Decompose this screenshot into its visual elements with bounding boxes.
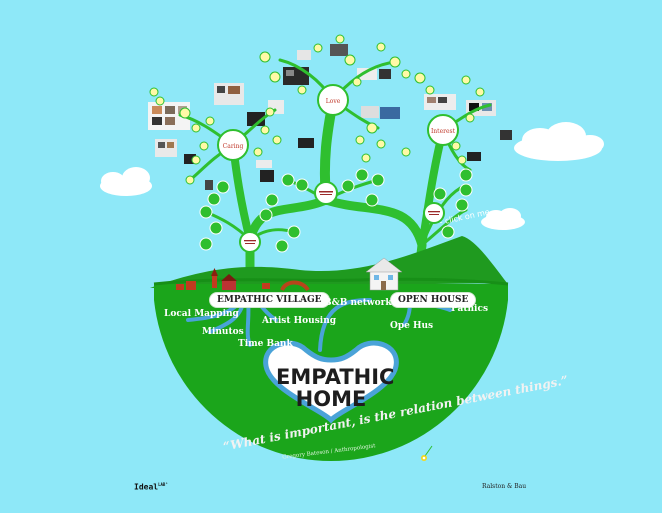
logo-left-text: Ideal: [134, 482, 159, 492]
branch-artist-housing[interactable]: Artist Housing: [262, 316, 337, 326]
ideal-lab-logo: IdealLAB°: [134, 482, 168, 492]
flower-icon: [421, 445, 433, 461]
svg-text:Love: Love: [326, 98, 341, 105]
node-caring[interactable]: Caring: [217, 129, 249, 161]
branch-bnb-network[interactable]: B&B network: [324, 298, 392, 308]
cloud-left: [100, 167, 152, 196]
village-buildings: [176, 268, 310, 292]
empathic-home-title[interactable]: EMPATHIC HOME: [276, 365, 395, 411]
open-house-building: [365, 257, 403, 291]
node-interest[interactable]: Interest: [427, 114, 459, 146]
node-left-lower[interactable]: [239, 231, 261, 253]
cloud-right: [514, 122, 604, 161]
ralston-bau-logo: Ralston & Bau: [482, 483, 527, 490]
leaf-nodes: [149, 34, 485, 185]
branch-pathics[interactable]: Pathics: [451, 304, 489, 314]
svg-text:Caring: Caring: [223, 143, 244, 150]
node-love[interactable]: Love: [317, 84, 349, 116]
back-hills: [150, 236, 507, 288]
empathic-village-label[interactable]: EMPATHIC VILLAGE: [209, 292, 330, 308]
node-center[interactable]: [314, 181, 338, 205]
canopy-photos: [148, 44, 512, 190]
cloud-mid: [481, 208, 525, 230]
svg-text:Interest: Interest: [431, 128, 456, 135]
logo-left-sup: LAB°: [158, 482, 168, 487]
branch-nodes: [199, 168, 473, 253]
empathic-home-line2: HOME: [295, 387, 367, 411]
node-right-lower[interactable]: [423, 202, 445, 224]
branch-minutos[interactable]: Minutos: [202, 327, 244, 337]
branch-time-bank[interactable]: Time Bank: [238, 339, 293, 349]
open-house-label[interactable]: OPEN HOUSE: [390, 292, 477, 308]
empathic-home-line1: EMPATHIC: [276, 365, 395, 389]
branch-local-mapping[interactable]: Local Mapping: [164, 309, 239, 319]
heart-icon: [263, 340, 399, 424]
branch-ope-hus[interactable]: Ope Hus: [390, 321, 434, 331]
